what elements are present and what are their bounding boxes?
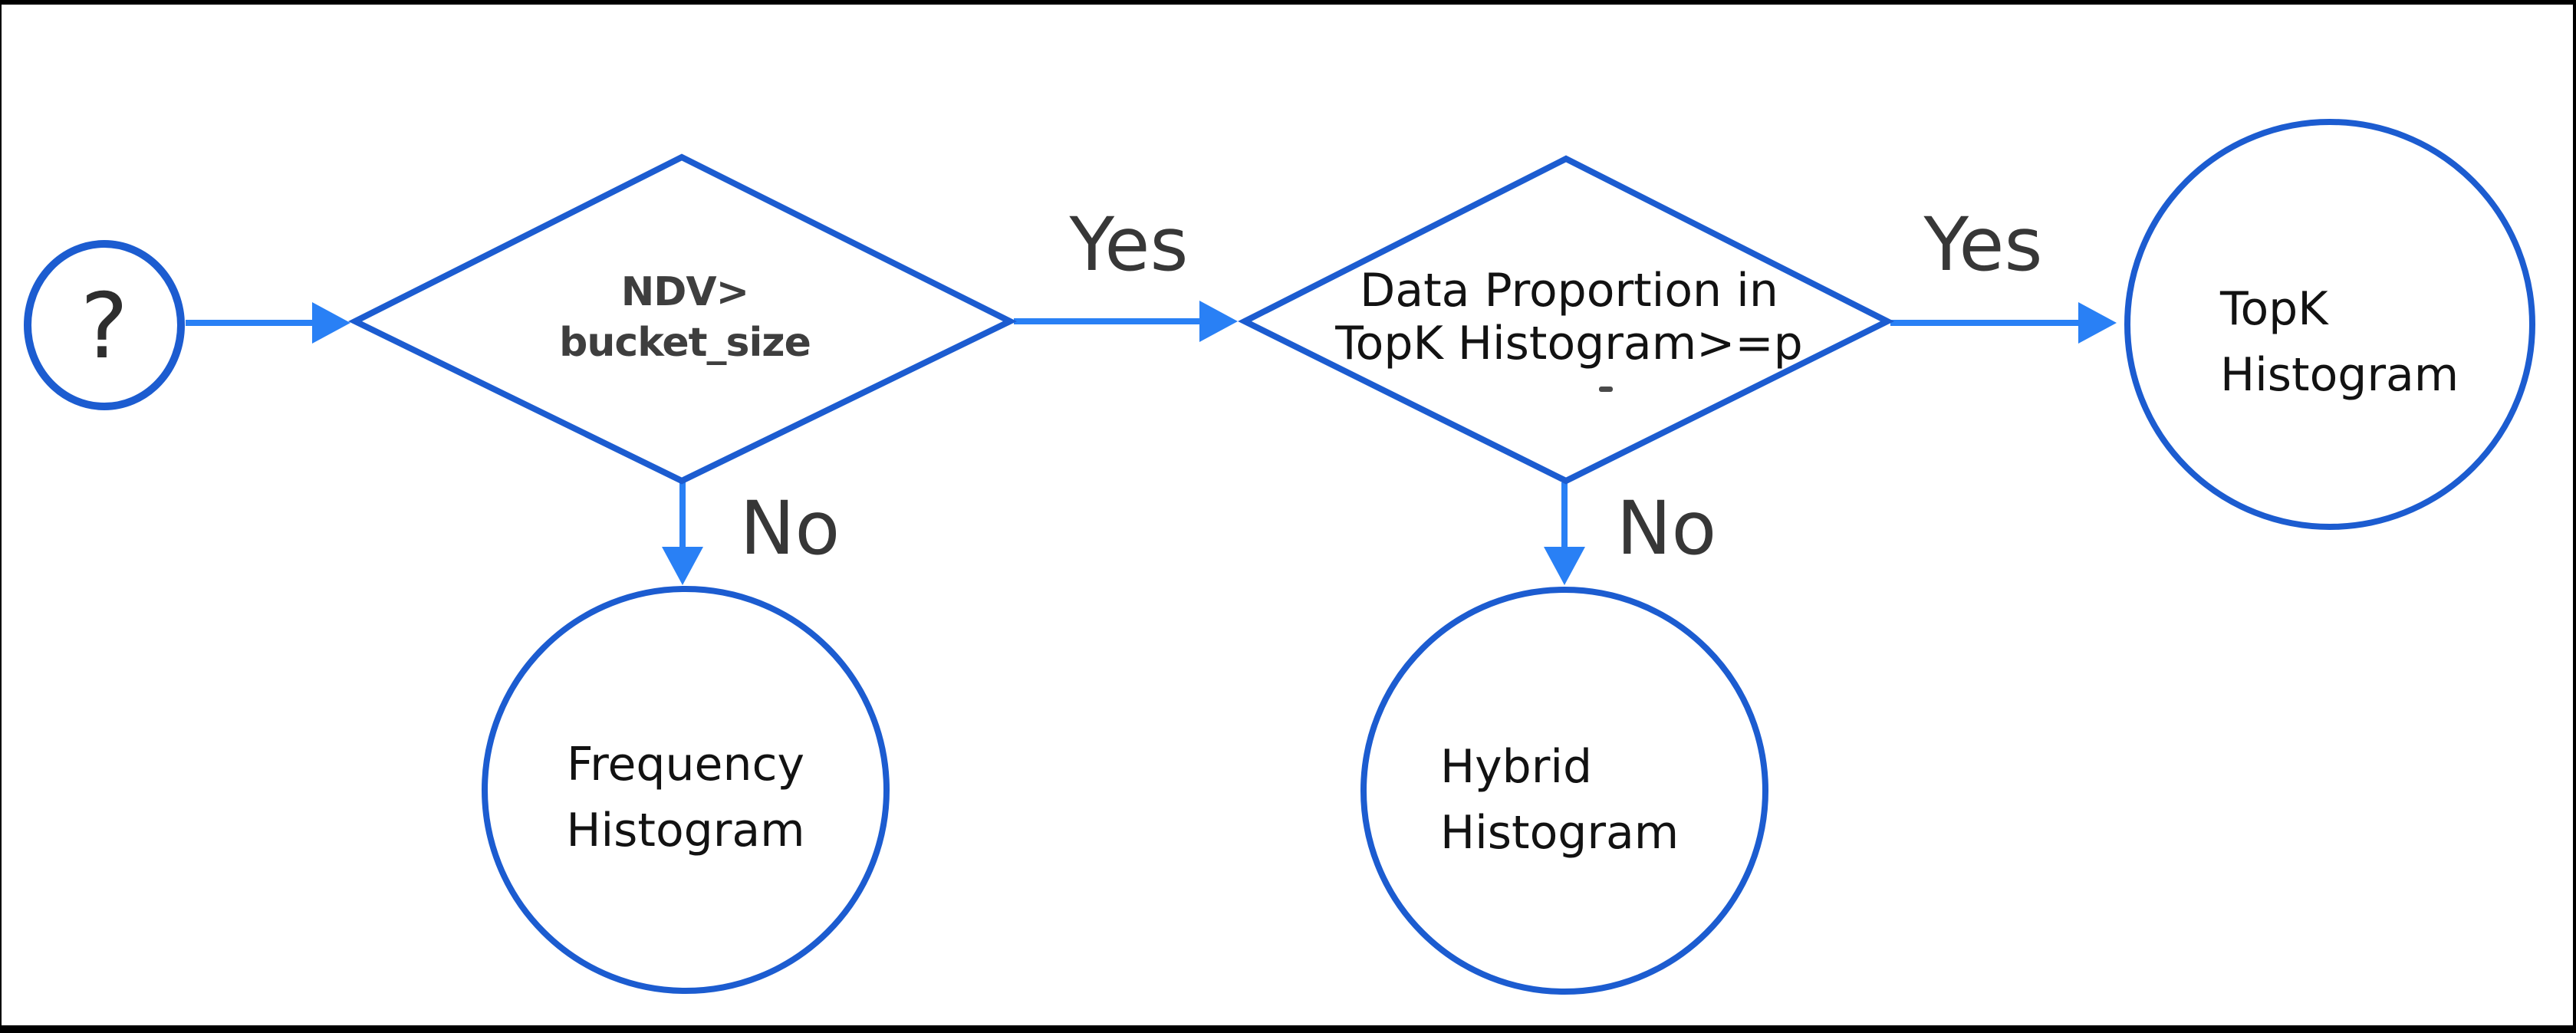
label-decision1-yes: Yes xyxy=(1069,202,1189,288)
label-decision1-no: No xyxy=(740,485,841,571)
arrowhead-right-icon xyxy=(312,302,350,344)
decision2-text-line2: TopK Histogram>=p xyxy=(1334,317,1803,370)
frame-border-right xyxy=(2573,0,2576,1033)
frequency-circle xyxy=(482,586,890,994)
arrowhead-down-icon xyxy=(1544,547,1585,585)
arrow-decision1-yes-to-decision2 xyxy=(1014,301,1238,342)
decision2-diamond xyxy=(1238,155,1894,485)
arrow-decision2-yes-to-topk xyxy=(1890,302,2117,344)
decision2-text-line1: Data Proportion in xyxy=(1360,264,1778,317)
topk-text-line2: Histogram xyxy=(2220,348,2459,402)
outcome-hybrid-histogram: Hybrid Histogram xyxy=(1360,587,1768,995)
frequency-text-line1: Frequency xyxy=(567,738,804,791)
decision1-diamond xyxy=(347,153,1018,485)
frame-border-left xyxy=(0,0,2,1033)
arrow-decision2-no-to-hybrid xyxy=(1544,482,1585,585)
start-node: ? xyxy=(24,240,185,410)
hybrid-text-line1: Hybrid xyxy=(1440,740,1592,794)
decision-data-proportion: Data Proportion in TopK Histogram>=p xyxy=(1238,155,1894,485)
label-decision2-no: No xyxy=(1617,485,1717,571)
topk-text-line1: TopK xyxy=(2219,282,2329,336)
frame-border-bottom xyxy=(0,1025,2576,1033)
arrowhead-down-icon xyxy=(662,547,703,585)
start-circle xyxy=(24,240,185,410)
frame-border-top xyxy=(0,0,2576,5)
topk-circle xyxy=(2124,119,2535,530)
decision-ndv-bucket-size: NDV> bucket_size xyxy=(347,153,1018,485)
stray-dot-artifact xyxy=(1599,387,1613,392)
start-label: ? xyxy=(81,273,129,379)
outcome-frequency-histogram: Frequency Histogram xyxy=(482,586,890,994)
hybrid-text-line2: Histogram xyxy=(1440,806,1679,860)
decision1-text-line1: NDV> xyxy=(621,269,749,315)
arrow-start-to-decision1 xyxy=(186,302,350,344)
hybrid-circle xyxy=(1360,587,1768,995)
arrowhead-right-icon xyxy=(1199,301,1238,342)
decision1-text-line2: bucket_size xyxy=(559,320,811,366)
frequency-text-line2: Histogram xyxy=(566,804,804,857)
label-decision2-yes: Yes xyxy=(1923,202,2043,288)
arrowhead-right-icon xyxy=(2078,302,2117,344)
outcome-topk-histogram: TopK Histogram xyxy=(2124,119,2535,530)
arrow-decision1-no-to-frequency xyxy=(662,482,703,585)
